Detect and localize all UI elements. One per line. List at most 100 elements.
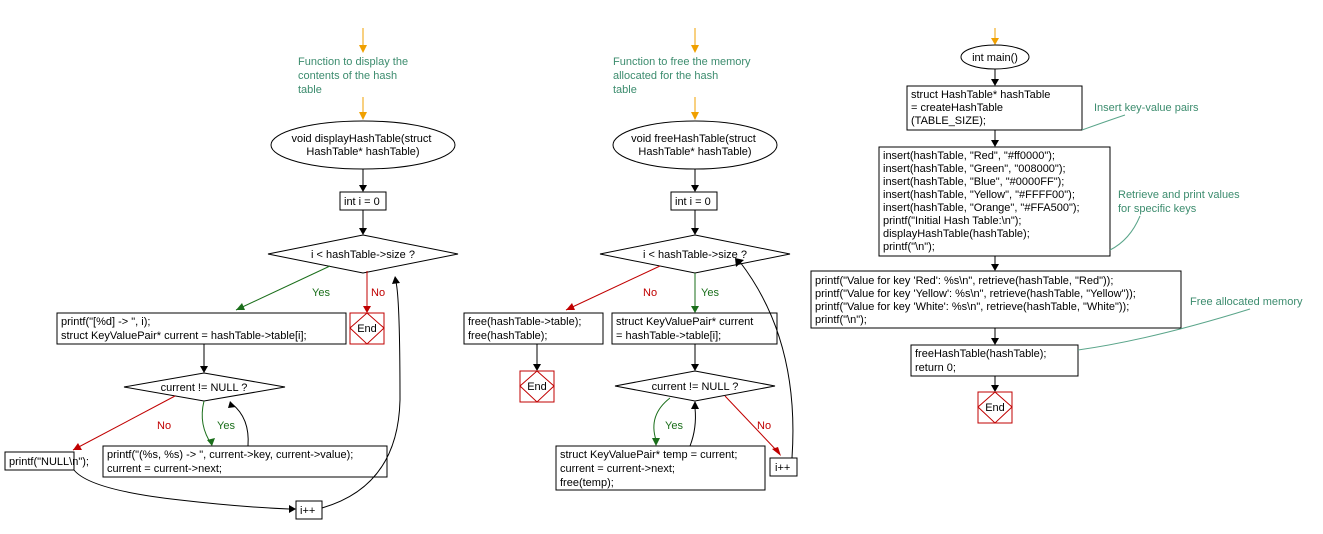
arrowhead-yes [652, 438, 660, 446]
start-arrowhead [991, 38, 999, 45]
insert-text: insert(hashTable, "Red", "#ff0000"); ins… [883, 150, 1083, 253]
free-call-text: freeHashTable(hashTable); return 0; [915, 348, 1050, 374]
display-yes-label: Yes [312, 287, 330, 299]
comment-arrowhead [359, 112, 367, 120]
display-signature-text: void displayHashTable(struct HashTable* … [291, 133, 434, 158]
free-all-text: free(hashTable->table); free(hashTable); [468, 316, 585, 342]
display-body-text: printf("[%d] -> ", i); struct KeyValuePa… [61, 316, 307, 342]
free-comment: Function to free the memory allocated fo… [613, 56, 754, 96]
free-inner-yes-label: Yes [665, 420, 683, 432]
free-node-box [555, 445, 766, 491]
arrowhead [359, 185, 367, 192]
free-init-box [670, 191, 718, 211]
free-loop-back [739, 261, 794, 459]
arrowhead [735, 258, 744, 267]
insert-box [878, 146, 1111, 257]
display-inner-cond-text: current != NULL ? [161, 382, 248, 394]
arrowhead [289, 505, 296, 513]
display-end-diamond [349, 312, 385, 345]
arrowhead [991, 385, 999, 392]
display-signature-oval [270, 120, 456, 170]
note-insert: Insert key-value pairs [1094, 102, 1199, 114]
free-node-text: struct KeyValuePair* temp = current; cur… [560, 449, 740, 489]
display-init-text: int i = 0 [344, 196, 380, 208]
note-retrieve-connector [1109, 215, 1141, 251]
display-inner-yes-arrow [201, 400, 213, 446]
arrowhead [691, 364, 699, 371]
free-body-text: struct KeyValuePair* current = hashTable… [616, 316, 756, 342]
arrowhead [392, 276, 400, 284]
free-no-label: No [643, 287, 657, 299]
display-print-pair-text: printf("(%s, %s) -> ", current->key, cur… [107, 449, 356, 475]
arrowhead [991, 140, 999, 147]
arrowhead [991, 264, 999, 271]
arrowhead-no [73, 443, 82, 450]
display-inner-no-arrow [72, 395, 176, 451]
display-hash-table-flow: Function to display the contents of the … [4, 28, 459, 520]
free-all-box [463, 312, 604, 345]
display-comment: Function to display the contents of the … [298, 56, 411, 96]
arrowhead [533, 364, 541, 371]
arrowhead-yes [691, 306, 699, 313]
display-loop-cond-text: i < hashTable->size ? [311, 249, 415, 261]
main-end-diamond [977, 391, 1013, 424]
free-init-text: int i = 0 [675, 196, 711, 208]
start-arrowhead [359, 45, 367, 53]
arrowhead [991, 79, 999, 86]
free-end-diamond [519, 370, 555, 403]
free-end-text: End [527, 381, 547, 393]
free-loop-cond-text: i < hashTable->size ? [643, 249, 747, 261]
note-retrieve: Retrieve and print values for specific k… [1118, 189, 1243, 215]
display-null-to-incr [73, 469, 290, 510]
free-incr-box [769, 457, 798, 477]
note-free: Free allocated memory [1190, 296, 1303, 308]
free-inner-no-label: No [757, 420, 771, 432]
free-inner-no-arrow [724, 395, 779, 453]
free-yes-label: Yes [701, 287, 719, 299]
arrowhead-yes [236, 303, 245, 310]
display-incr-text: i++ [300, 505, 315, 517]
free-inner-yes-arrow [653, 397, 671, 441]
start-arrowhead [691, 45, 699, 53]
arrowhead-no [566, 303, 575, 310]
arrowhead-yes [207, 438, 215, 446]
arrowhead [691, 185, 699, 192]
display-inner-yes-label: Yes [217, 420, 235, 432]
free-signature-text: void freeHashTable(struct HashTable* has… [631, 133, 759, 158]
main-flow: int main() struct HashTable* hashTable =… [810, 28, 1303, 424]
display-body-box [56, 312, 347, 345]
display-print-null-box [4, 451, 75, 471]
display-yes-arrow [235, 265, 331, 311]
display-inner-no-label: No [157, 420, 171, 432]
display-incr-box [295, 500, 323, 520]
comment-arrowhead [691, 112, 699, 120]
arrowhead [359, 228, 367, 235]
free-body-box [611, 312, 778, 345]
create-table-box [906, 85, 1083, 131]
arrowhead [991, 338, 999, 345]
arrowhead-no [772, 447, 781, 456]
free-loop-back-inner [689, 407, 696, 447]
arrowhead [200, 366, 208, 373]
free-hash-table-flow: Function to free the memory allocated fo… [463, 28, 798, 491]
display-end-text: End [357, 323, 377, 335]
retrieve-box [810, 270, 1182, 329]
display-loop-diamond [267, 234, 459, 274]
display-loop-back [321, 281, 401, 509]
note-free-connector [1077, 308, 1251, 351]
free-inner-cond-text: current != NULL ? [652, 381, 739, 393]
display-print-pair-box [102, 445, 388, 478]
display-no-label: No [371, 287, 385, 299]
arrowhead [228, 401, 236, 408]
display-print-null-text: printf("NULL\n"); [9, 456, 89, 468]
arrowhead-no [363, 306, 371, 313]
arrowhead [691, 401, 699, 409]
arrowhead [691, 228, 699, 235]
free-incr-text: i++ [775, 462, 790, 474]
create-table-text: struct HashTable* hashTable = createHash… [911, 89, 1053, 127]
free-call-box [910, 344, 1079, 377]
note-insert-connector [1081, 114, 1126, 131]
free-no-arrow [565, 265, 661, 311]
